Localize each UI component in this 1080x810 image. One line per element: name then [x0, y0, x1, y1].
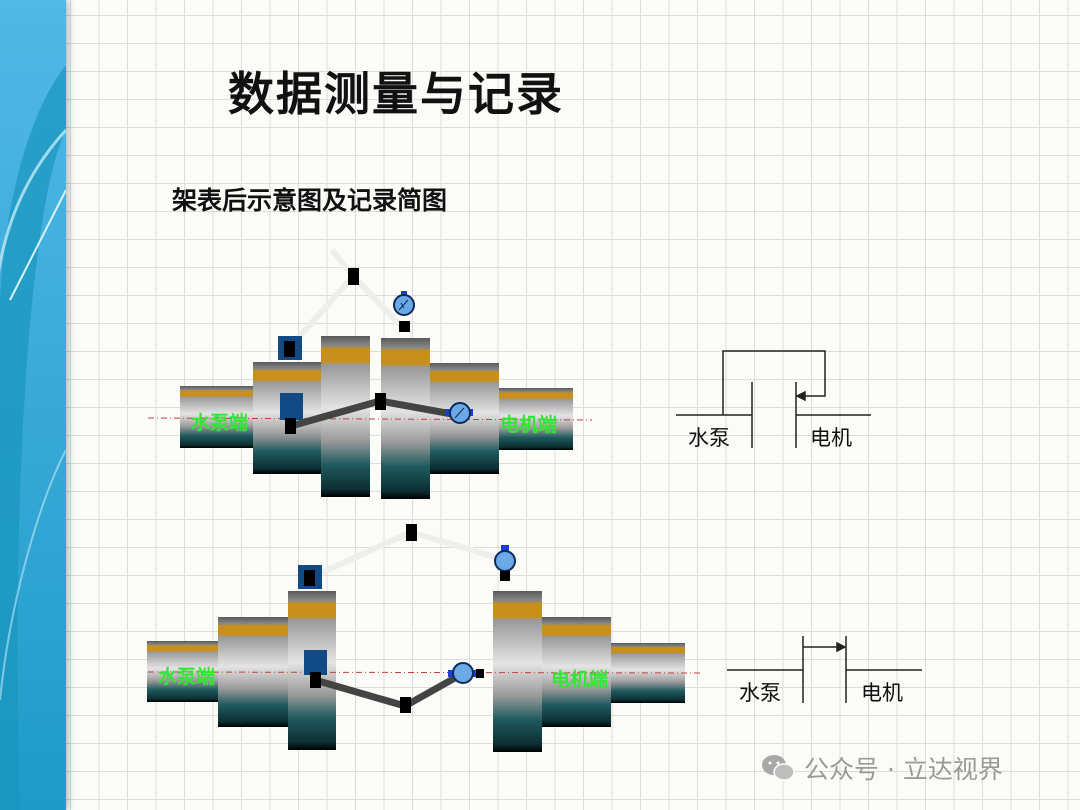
pump-shaft: [180, 386, 253, 448]
wechat-icon: [762, 755, 795, 781]
watermark: 公众号 · 立达视界: [760, 750, 1003, 786]
dial-indicator-icon: [494, 545, 516, 581]
motor-end-label: 电机端: [551, 669, 609, 691]
motor-end-label: 电机端: [500, 414, 558, 436]
schematic-motor-label: 电机: [861, 681, 903, 705]
page-subtitle: 架表后示意图及记录简图: [172, 186, 448, 215]
bottom-coupling: [147, 524, 701, 752]
page-title: 数据测量与记录: [228, 67, 564, 121]
top-schematic: [676, 350, 871, 448]
centerline: [147, 417, 593, 421]
schematic-pump-label: 水泵: [688, 426, 730, 450]
motor-shaft: [499, 388, 573, 450]
top-coupling: [147, 248, 593, 499]
clamp-block: [348, 268, 359, 285]
dial-indicator-icon: [448, 662, 484, 684]
dial-indicator-icon: [393, 291, 415, 316]
bottom-schematic: [727, 636, 922, 703]
motor-flange: [381, 338, 430, 499]
schematic-pump-label: 水泵: [739, 681, 781, 705]
schematic-motor-label: 电机: [810, 426, 852, 450]
dial-indicator-icon: [445, 402, 473, 424]
pump-end-label: 水泵端: [191, 412, 249, 434]
watermark-text: 公众号 · 立达视界: [804, 755, 1003, 784]
sidebar-decoration: [0, 0, 66, 810]
pump-end-label: 水泵端: [158, 666, 216, 688]
